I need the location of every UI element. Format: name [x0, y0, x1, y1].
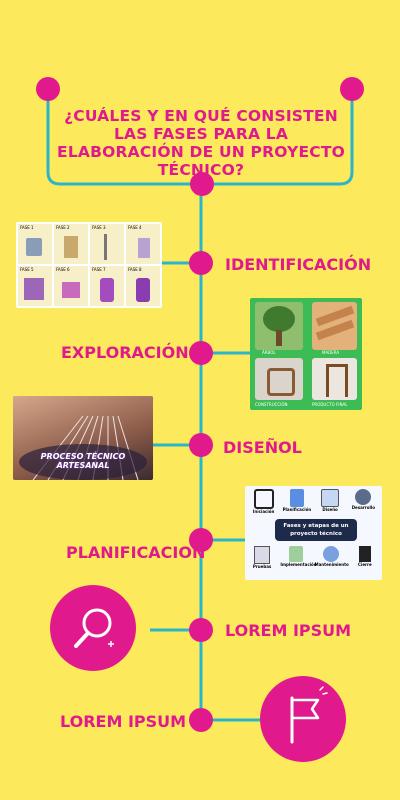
search-icon-circle [50, 585, 136, 671]
fase-panel-3: FASE 3 [90, 224, 124, 264]
fase-panel-6: FASE 6 [54, 266, 88, 306]
diseno-image: PROCESO TÉCNICO ARTESANAL [13, 396, 153, 480]
timeline-dot-2 [189, 341, 213, 365]
caption-arbol: ÁRBOL [262, 350, 276, 355]
search-icon [74, 608, 114, 648]
fase-panel-5: FASE 5 [18, 266, 52, 306]
threads-graphic [19, 415, 147, 480]
timeline-dot-3 [189, 433, 213, 457]
fase-panel-2: FASE 2 [54, 224, 88, 264]
caption-producto-final: PRODUCTO FINAL [312, 402, 348, 407]
plan-icon-iniciacion: Iniciación [248, 489, 280, 514]
step-label-diseno: DISEÑOL [223, 438, 302, 457]
step-label-identificacion: IDENTIFICACIÓN [225, 255, 372, 274]
timeline-dot-6 [189, 708, 213, 732]
top-right-dot [340, 77, 364, 101]
wood-photo [312, 302, 357, 350]
timeline-dot-1 [189, 251, 213, 275]
step-label-6: LOREM IPSUM [60, 712, 187, 731]
page-title: ¿CUÁLES Y EN QUÉ CONSISTEN LAS FASES PAR… [57, 107, 345, 179]
step-label-exploracion: EXPLORACIÓN [61, 343, 189, 362]
chair-photo [312, 358, 357, 400]
plan-icon-planificacion: Planificación [281, 489, 313, 514]
step-label-5: LOREM IPSUM [225, 621, 352, 640]
caption-construccion: CONSTRUCCIÓN [255, 402, 288, 407]
flag-icon-circle [260, 676, 346, 762]
plan-icon-cierre: Cierre [349, 546, 381, 569]
plan-icon-pruebas: Pruebas [246, 546, 278, 569]
plan-icon-implementacion: Implementación [280, 546, 317, 569]
fase-panel-1: FASE 1 [18, 224, 52, 264]
fase-panel-7: FASE 7 [90, 266, 124, 306]
flag-icon [290, 686, 328, 744]
tree-photo [255, 302, 303, 350]
diseno-image-text: PROCESO TÉCNICO ARTESANAL [40, 452, 126, 470]
caption-madera: MADERA [322, 350, 340, 355]
plan-icon-mantenimiento: Mantenimiento [315, 546, 349, 569]
planificacion-image: Iniciación Planificación Diseño Desarrol… [245, 486, 382, 580]
step-label-planificacion: PLANIFICACION [66, 543, 206, 562]
plan-banner: Fases y etapas de un proyecto técnico [275, 519, 357, 541]
plan-icon-diseno: Diseño [314, 489, 346, 514]
plan-icon-desarrollo: Desarrollo [347, 489, 379, 514]
title-dot [190, 172, 214, 196]
timeline-dot-5 [189, 618, 213, 642]
fase-panel-4: FASE 4 [126, 224, 160, 264]
timeline-dot-4 [189, 528, 213, 552]
construction-photo [255, 358, 303, 400]
top-left-dot [36, 77, 60, 101]
identificacion-image: FASE 1 FASE 2 FASE 3 FASE 4 FASE 5 FASE … [16, 222, 162, 308]
fase-panel-8: FASE 8 [126, 266, 160, 306]
exploracion-image: ÁRBOL MADERA CONSTRUCCIÓN PRODUCTO FINAL [250, 298, 362, 410]
